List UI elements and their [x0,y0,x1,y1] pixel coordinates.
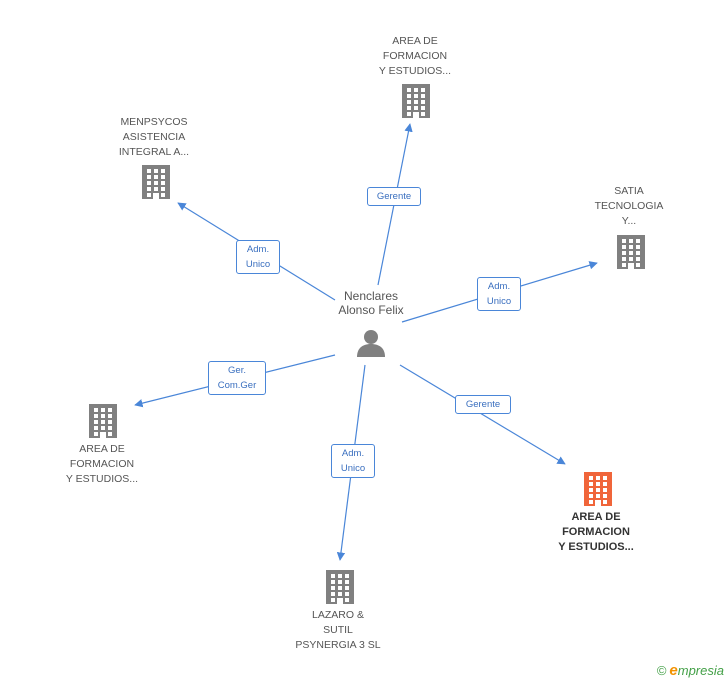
building-icon[interactable] [140,165,172,204]
company-label-line: FORMACION [69,458,135,470]
center-name-line2: Alonso Felix [338,303,404,317]
company-label-line: SUTIL [323,624,353,636]
company-label[interactable]: MENPSYCOS ASISTENCIA INTEGRAL A... [89,115,219,160]
building-icon[interactable] [582,472,614,511]
relation-badge-line: Unico [486,296,512,307]
company-label-line: Y ESTUDIOS... [65,473,139,485]
relation-badge[interactable]: Adm. Unico [477,277,521,311]
company-label[interactable]: AREA DE FORMACION Y ESTUDIOS... [37,442,167,487]
center-name-line1: Nenclares [343,289,399,303]
building-icon[interactable] [615,235,647,274]
relation-badge[interactable]: Adm. Unico [331,444,375,478]
center-person-label: Nenclares Alonso Felix [311,289,431,317]
relation-badge-line: Com.Ger [217,380,257,391]
company-label-line: Y... [621,215,637,227]
company-label-line: PSYNERGIA 3 SL [295,639,381,651]
company-label-line: INTEGRAL A... [118,146,190,158]
company-label-line: FORMACION [562,526,630,538]
relation-badge-line: Ger. [228,365,246,376]
relation-badge[interactable]: Adm. Unico [236,240,280,274]
company-label-line: AREA DE [571,511,621,523]
copyright-symbol: © [656,663,667,678]
relation-badge[interactable]: Gerente [367,187,421,206]
company-label-line: MENPSYCOS [120,116,188,128]
empresia-footer[interactable]: ©empresia [657,662,724,679]
relation-badge-line: Unico [245,259,271,270]
company-label[interactable]: AREA DE FORMACION Y ESTUDIOS... [350,34,480,79]
company-label[interactable]: LAZARO & SUTIL PSYNERGIA 3 SL [273,608,403,653]
relation-badge-line: Gerente [465,399,501,410]
company-label-line: AREA DE [392,35,438,47]
person-icon[interactable] [356,328,386,358]
relation-badge-line: Adm. [246,244,270,255]
relation-badge[interactable]: Gerente [455,395,511,414]
relation-badge-line: Gerente [376,191,412,202]
building-icon[interactable] [400,84,432,123]
relation-badge-line: Unico [340,463,366,474]
building-icon[interactable] [87,404,119,443]
brand-name: mpresia [677,663,724,678]
company-label-line: TECNOLOGIA [594,200,664,212]
brand-initial: e [669,662,678,679]
company-label[interactable]: SATIA TECNOLOGIA Y... [564,184,694,229]
relation-edge [399,364,566,465]
relation-badge[interactable]: Ger. Com.Ger [208,361,266,395]
company-label-line: ASISTENCIA [122,131,186,143]
relation-badge-line: Adm. [341,448,365,459]
company-label-line: FORMACION [382,50,448,62]
company-label-line: Y ESTUDIOS... [558,541,634,553]
relation-badge-line: Adm. [487,281,511,292]
company-label-line: SATIA [614,185,644,197]
company-label[interactable]: AREA DE FORMACION Y ESTUDIOS... [531,510,661,555]
company-label-line: LAZARO & [312,609,364,621]
company-label-line: AREA DE [79,443,125,455]
building-icon[interactable] [324,570,356,609]
company-label-line: Y ESTUDIOS... [378,65,452,77]
